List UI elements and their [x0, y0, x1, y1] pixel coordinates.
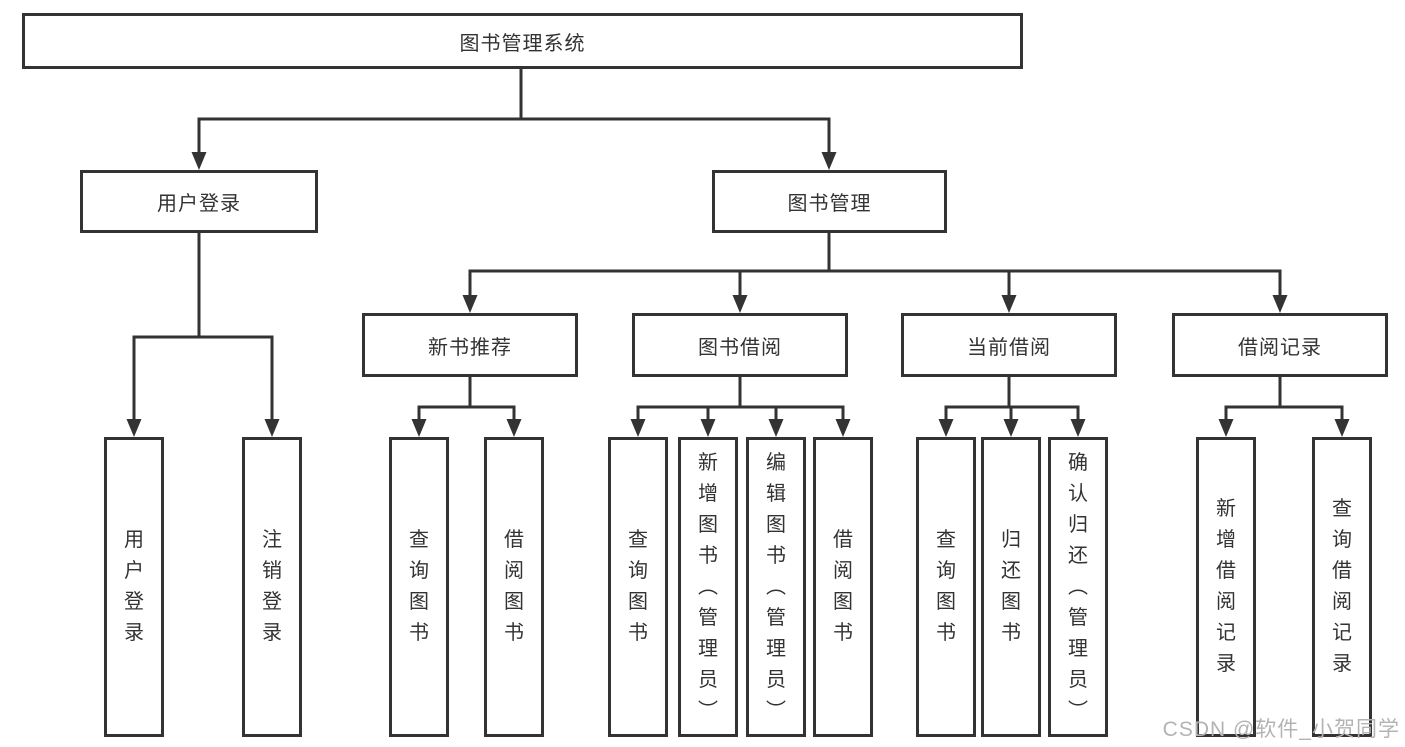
node-book-borrowing: 图书借阅 [632, 313, 848, 377]
arrowhead-down-icon [1272, 295, 1288, 313]
leaf-label: 查 询 图 书 [936, 529, 956, 644]
leaf-label: 新 增 图 书 ︵ 管 理 员 ︶ [698, 451, 718, 722]
arrowhead-down-icon [732, 295, 748, 313]
leaf-label: 用 户 登 录 [124, 529, 144, 644]
leaf-label: 查 询 图 书 [409, 529, 429, 644]
leaf-user-login: 用 户 登 录 [104, 437, 164, 737]
node-current-borrowing: 当前借阅 [901, 313, 1117, 377]
arrowhead-down-icon [1334, 419, 1350, 437]
arrowhead-down-icon [1218, 419, 1234, 437]
leaf-borrow-books: 借 阅 图 书 [813, 437, 873, 737]
leaf-label: 查 询 图 书 [628, 529, 648, 644]
arrowhead-down-icon [264, 419, 280, 437]
leaf-label: 编 辑 图 书 ︵ 管 理 员 ︶ [766, 451, 786, 722]
arrowhead-down-icon [462, 295, 478, 313]
leaf-add-books-admin: 新 增 图 书 ︵ 管 理 员 ︶ [678, 437, 738, 737]
arrowhead-down-icon [835, 419, 851, 437]
leaf-label: 注 销 登 录 [262, 529, 282, 644]
node-user-login: 用户登录 [80, 170, 318, 233]
leaf-query-books-current: 查 询 图 书 [916, 437, 976, 737]
arrowhead-down-icon [1070, 419, 1086, 437]
arrowhead-down-icon [1003, 419, 1019, 437]
arrowhead-down-icon [700, 419, 716, 437]
arrowhead-down-icon [821, 152, 837, 170]
leaf-label: 新 增 借 阅 记 录 [1216, 498, 1236, 675]
leaf-label: 借 阅 图 书 [504, 529, 524, 644]
leaf-return-books: 归 还 图 书 [981, 437, 1041, 737]
arrowhead-down-icon [191, 152, 207, 170]
arrowhead-down-icon [126, 419, 142, 437]
arrowhead-down-icon [768, 419, 784, 437]
leaf-label: 借 阅 图 书 [833, 529, 853, 644]
node-book-management: 图书管理 [712, 170, 947, 233]
node-root-library-system: 图书管理系统 [22, 13, 1023, 69]
arrowhead-down-icon [1001, 295, 1017, 313]
leaf-query-borrow-record: 查 询 借 阅 记 录 [1312, 437, 1372, 737]
leaf-label: 归 还 图 书 [1001, 529, 1021, 644]
arrowhead-down-icon [411, 419, 427, 437]
leaf-query-books-recommend: 查 询 图 书 [389, 437, 449, 737]
leaf-edit-books-admin: 编 辑 图 书 ︵ 管 理 员 ︶ [746, 437, 806, 737]
leaf-label: 查 询 借 阅 记 录 [1332, 498, 1352, 675]
arrowhead-down-icon [630, 419, 646, 437]
arrowhead-down-icon [506, 419, 522, 437]
watermark: CSDN @软件_小贺同学 [1162, 718, 1400, 741]
leaf-add-borrow-record: 新 增 借 阅 记 录 [1196, 437, 1256, 737]
node-borrowing-records: 借阅记录 [1172, 313, 1388, 377]
node-new-book-recommendation: 新书推荐 [362, 313, 578, 377]
leaf-confirm-return-admin: 确 认 归 还 ︵ 管 理 员 ︶ [1048, 437, 1108, 737]
arrowhead-down-icon [938, 419, 954, 437]
leaf-query-books-borrowing: 查 询 图 书 [608, 437, 668, 737]
leaf-label: 确 认 归 还 ︵ 管 理 员 ︶ [1068, 451, 1088, 722]
leaf-borrow-books-recommend: 借 阅 图 书 [484, 437, 544, 737]
leaf-logout: 注 销 登 录 [242, 437, 302, 737]
